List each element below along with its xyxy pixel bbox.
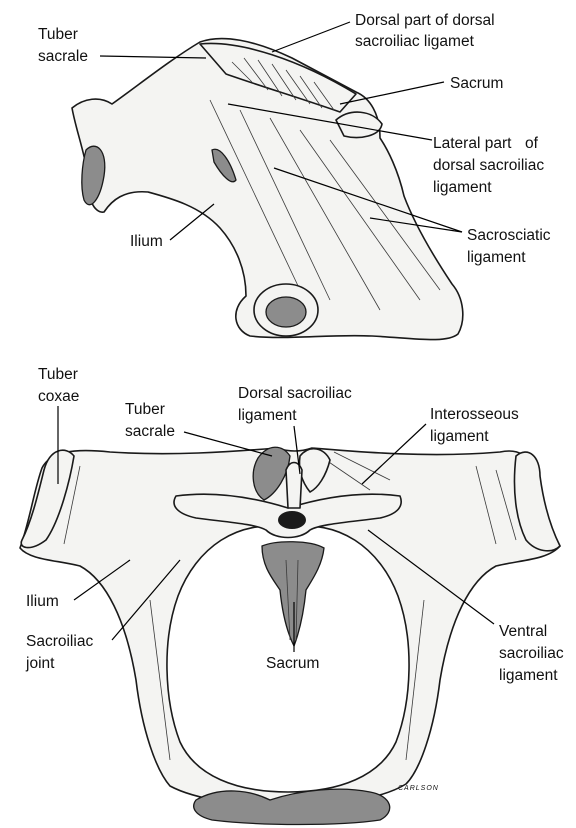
label-ilium-top: Ilium [130,233,163,250]
label-tuber-sacrale-top: Tuber sacrale [38,26,88,65]
leader-dorsal-part [272,22,350,52]
label-tuber-sacrale-bottom: Tuber sacrale [125,401,175,440]
label-sacrum-bottom: Sacrum [266,655,319,672]
label-dorsal-part: Dorsal part of dorsal sacroiliac ligamet [355,12,499,50]
label-dorsal-sacroiliac: Dorsal sacroiliac ligament [238,385,356,424]
top-acetabulum [254,284,318,336]
label-sacrosciatic: Sacrosciatic ligament [467,227,555,266]
label-sacroiliac-joint: Sacroiliac joint [25,633,98,672]
label-ilium-bottom: Ilium [26,593,59,610]
label-ventral-sacroiliac: Ventral sacroiliac ligament [499,623,568,684]
label-tuber-coxae: Tuber coxae [38,366,82,405]
caudal-vertebrae [194,789,390,824]
bottom-illustration [20,447,560,824]
sacral-canal [278,511,306,529]
leader-ilium-top [170,204,214,240]
label-lateral-part: Lateral part of dorsal sacroiliac ligame… [433,135,548,196]
label-interosseous: Interosseous ligament [430,406,523,445]
label-sacrum-top: Sacrum [450,75,503,92]
top-illustration [72,39,463,340]
artist-signature: CARLSON [398,785,439,792]
